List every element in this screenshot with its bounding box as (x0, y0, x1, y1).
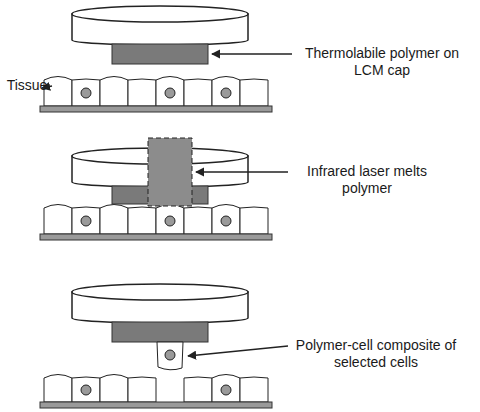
tissue-cell (100, 205, 128, 235)
tissue-cell (72, 207, 100, 234)
tissue-cell (240, 207, 268, 234)
tissue-cell (184, 79, 212, 106)
cell-nucleus (165, 216, 175, 226)
tissue-cell (184, 207, 212, 234)
cell-nucleus (165, 88, 175, 98)
tissue-cell (128, 79, 156, 106)
lcm-cap (72, 6, 248, 64)
glass-slide (40, 402, 272, 408)
tissue-cell (128, 377, 156, 402)
cell-nucleus (81, 385, 91, 395)
tissue-cell (72, 79, 100, 106)
cell-nucleus (221, 88, 231, 98)
callout-label: Tissue (4, 77, 50, 94)
tissue-cell (72, 377, 100, 402)
tissue-cell (44, 375, 72, 403)
tissue-cell (240, 377, 268, 402)
tissue-cell (44, 205, 72, 235)
glass-slide (40, 234, 272, 240)
cell-nucleus (81, 88, 91, 98)
tissue-cell (100, 77, 128, 107)
leader-arrows (42, 54, 292, 356)
glass-slide (40, 106, 272, 112)
cell-nucleus (221, 385, 231, 395)
callout-label: Polymer-cell composite of selected cells (292, 337, 460, 371)
tissue-cell (128, 207, 156, 234)
tissue-cell (212, 205, 240, 235)
callout-label: Thermolabile polymer on LCM cap (296, 45, 468, 79)
cell-nucleus (81, 216, 91, 226)
tissue-cell (212, 375, 240, 403)
tissue-cell (212, 77, 240, 107)
tissue-cell (44, 77, 72, 107)
tissue-cell (184, 377, 212, 402)
tissue-cell (156, 77, 184, 107)
lcm-cap (72, 284, 248, 370)
tissue-cell (156, 205, 184, 235)
infrared-laser (148, 138, 192, 206)
callout-label: Infrared laser melts polymer (292, 163, 442, 197)
tissue-cell (240, 79, 268, 106)
captured-cell (157, 342, 183, 370)
cell-nucleus (221, 216, 231, 226)
tissue-cell (100, 375, 128, 403)
